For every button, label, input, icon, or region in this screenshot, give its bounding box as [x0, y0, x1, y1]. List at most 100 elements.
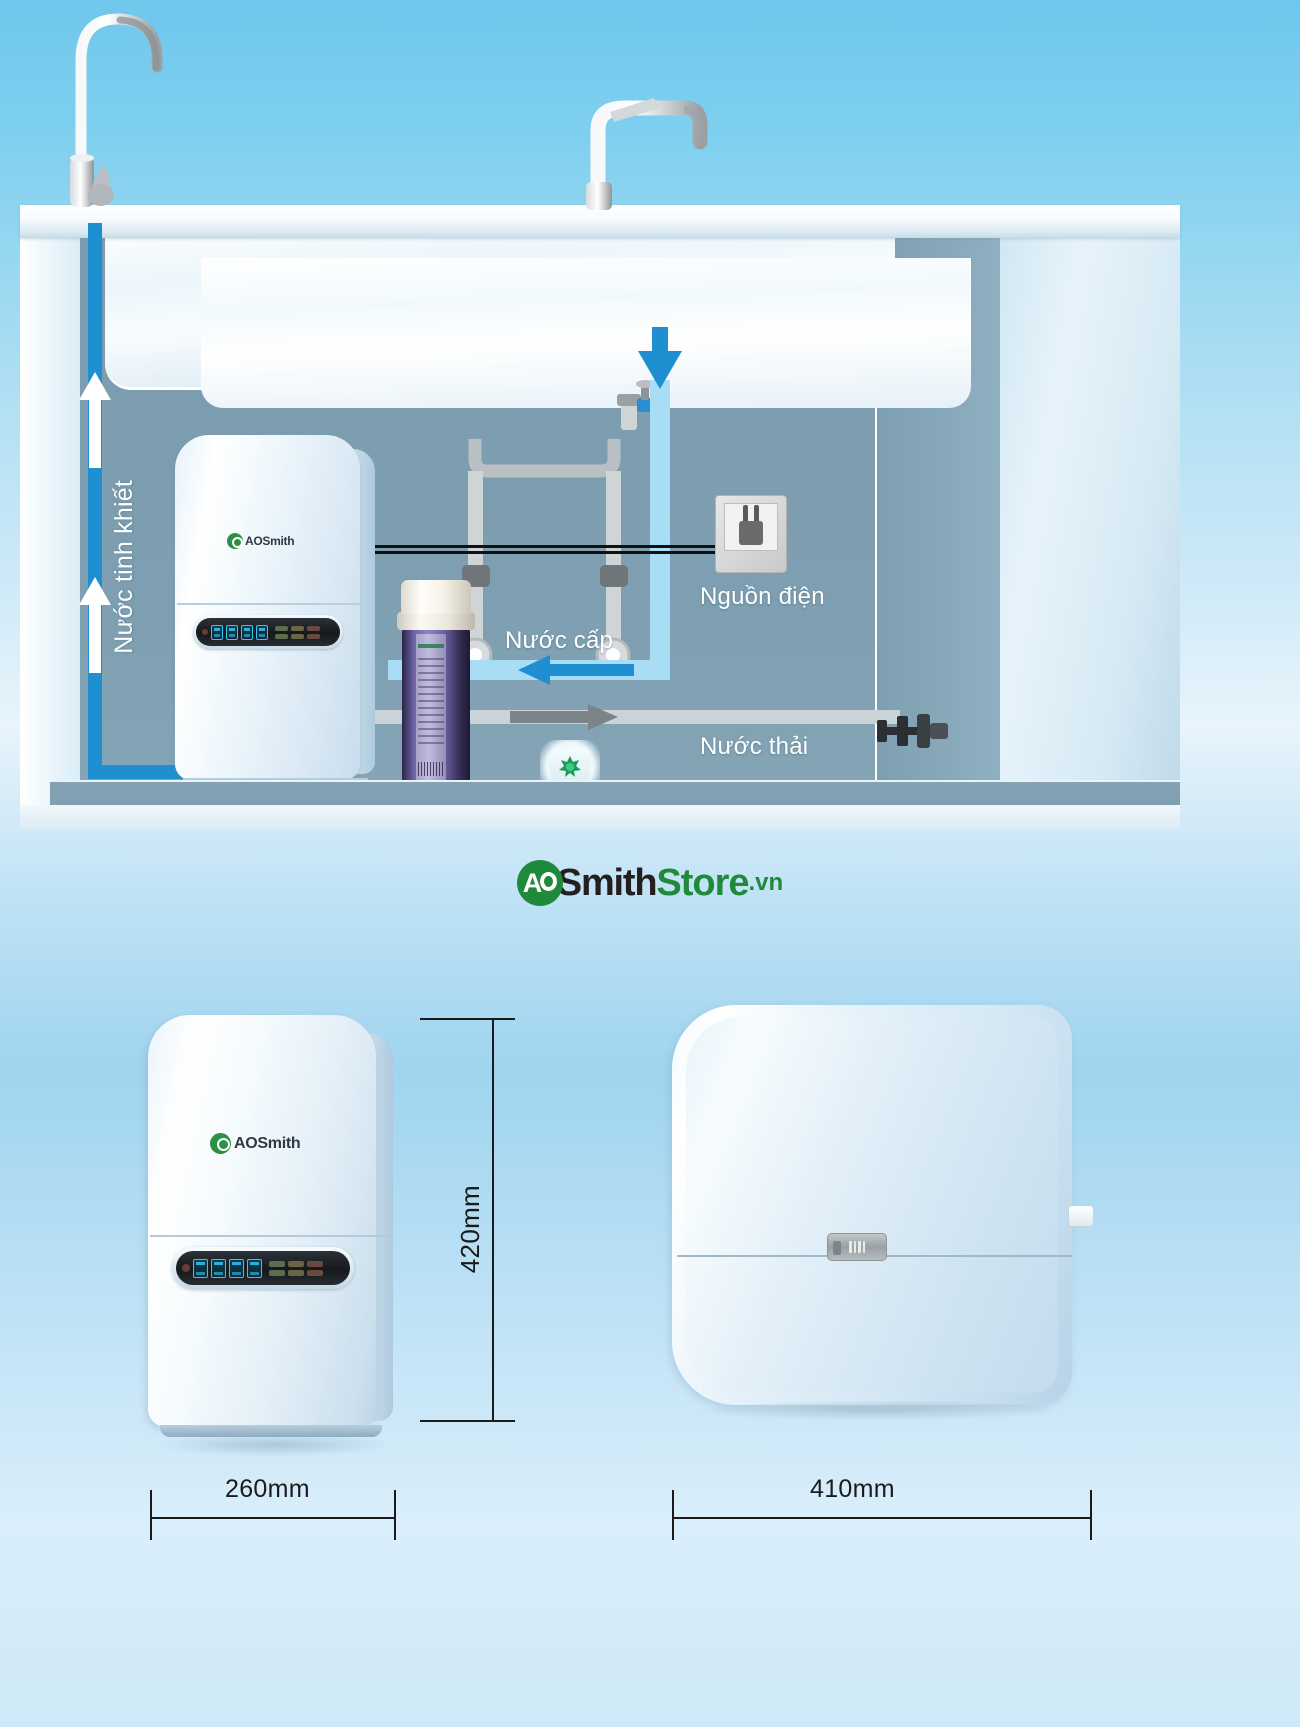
pure-water-pipe-horizontal	[88, 765, 198, 779]
countertop-edge	[20, 231, 1180, 238]
logo-word-smith: Smith	[556, 861, 658, 904]
filter-stage-1-icon	[211, 624, 223, 640]
pre-filter-bowl	[402, 628, 470, 790]
site-logo[interactable]: A Smith Store .vn	[0, 860, 1300, 906]
pre-filter-cap	[401, 580, 471, 614]
side-view-inner-face	[686, 1017, 1058, 1393]
ro-faucet-icon	[70, 13, 163, 209]
front-view-seam	[150, 1235, 393, 1237]
supply-arrow-down	[638, 327, 682, 389]
pure-water-arrow-up-2	[79, 577, 111, 673]
logo-word-store: Store	[656, 861, 749, 904]
status-led-green-1	[275, 625, 288, 631]
purifier-seam-line	[177, 603, 375, 605]
side-view-water-port	[1068, 1205, 1094, 1227]
purifier-brand-text: AOSmith	[245, 534, 295, 548]
ao-smith-logo-icon: A	[516, 860, 563, 906]
filter-stage-4-icon	[247, 1258, 262, 1278]
status-led-group	[275, 625, 320, 639]
latch-slot-4	[862, 1241, 865, 1253]
product-dimensions-section: AOSmith	[0, 990, 1300, 1727]
front-view-shadow	[154, 1435, 394, 1457]
waste-pipe-horizontal	[360, 710, 900, 724]
front-view-body	[148, 1015, 376, 1427]
side-view-latch-handle[interactable]	[827, 1233, 887, 1261]
status-led-green-2	[269, 1269, 285, 1276]
ao-smith-mark-icon	[210, 1133, 231, 1154]
latch-notch-icon	[833, 1241, 841, 1255]
sink-basin	[105, 230, 971, 408]
power-outlet	[715, 495, 787, 573]
filter-stage-4-icon	[256, 624, 268, 640]
power-indicator-dot	[202, 629, 208, 635]
purifier-control-panel[interactable]	[193, 615, 343, 649]
pre-filter-label-text	[418, 658, 444, 748]
latch-slot-3	[858, 1241, 861, 1253]
sink-basin-inner	[201, 258, 971, 408]
status-led-yellow-1	[291, 625, 304, 631]
latch-slot-2	[853, 1241, 856, 1253]
product-side-view	[672, 1005, 1094, 1425]
status-led-red-2	[307, 1269, 323, 1276]
pre-filter-barcode	[418, 762, 444, 776]
status-led-yellow-2	[288, 1269, 304, 1276]
dim-width-side-label: 410mm	[810, 1475, 895, 1503]
waste-arrow-right	[510, 704, 618, 730]
dim-height-label: 420mm	[455, 1185, 485, 1274]
water-purifier-unit[interactable]: AOSmith	[175, 435, 375, 795]
dim-width-front-right-tick	[394, 1490, 396, 1540]
dim-height-top-tick	[420, 1018, 515, 1020]
side-view-body	[672, 1005, 1072, 1405]
pre-filter-label-stripe	[418, 644, 444, 648]
logo-letter-o	[539, 872, 557, 891]
dim-height-line	[492, 1018, 494, 1422]
cabinet-floor-front-edge	[20, 805, 1180, 830]
cabinet-right-outer-panel	[1000, 215, 1180, 830]
label-supply-water: Nước cấp	[505, 627, 614, 654]
kitchen-faucet-icon	[586, 98, 708, 210]
cabinet-left-panel	[20, 217, 80, 830]
pure-water-pipe-vertical	[88, 223, 102, 778]
dim-width-side-right-tick	[1090, 1490, 1092, 1540]
front-view-base	[160, 1425, 382, 1437]
ao-smith-mark-icon	[227, 533, 243, 549]
label-power-source: Nguồn điện	[700, 583, 825, 610]
dim-width-side-left-tick	[672, 1490, 674, 1540]
power-cable-horizontal	[190, 545, 735, 548]
product-front-view: AOSmith	[148, 1015, 394, 1457]
pre-filter-housing	[395, 580, 477, 798]
status-led-red-1	[307, 1260, 323, 1267]
status-led-red-2	[307, 633, 320, 639]
status-led-red-1	[307, 625, 320, 631]
logo-letter-a: A	[522, 868, 543, 898]
filter-stage-3-icon	[229, 1258, 244, 1278]
purifier-brand-logo: AOSmith	[227, 533, 295, 549]
logo-word-vn: .vn	[748, 869, 784, 896]
side-view-shadow	[692, 1401, 1062, 1421]
plug-pin-left-icon	[743, 505, 748, 523]
supply-arrow-left	[518, 655, 634, 685]
filter-stage-2-icon	[226, 624, 238, 640]
dim-width-front-label: 260mm	[225, 1475, 310, 1503]
installation-diagram: AOSmith	[20, 13, 1180, 830]
label-waste-water: Nước thải	[700, 733, 809, 760]
power-indicator-dot	[182, 1264, 190, 1272]
plug-body-icon	[739, 521, 763, 545]
front-view-control-panel	[172, 1247, 354, 1289]
front-view-brand-logo: AOSmith	[210, 1133, 301, 1154]
latch-slot-1	[849, 1241, 852, 1253]
plug-pin-right-icon	[754, 505, 759, 523]
uv-germ-icon	[559, 756, 581, 777]
dim-width-side-line	[672, 1517, 1092, 1519]
drain-saddle-valve-icon	[877, 714, 948, 748]
front-view-brand-text: AOSmith	[234, 1134, 301, 1152]
dim-width-front-left-tick	[150, 1490, 152, 1540]
power-cable-horizontal-2	[190, 551, 735, 554]
dim-height-bottom-tick	[420, 1420, 515, 1422]
status-led-yellow-2	[291, 633, 304, 639]
purifier-front-panel	[175, 435, 360, 780]
status-led-green-2	[275, 633, 288, 639]
filter-stage-2-icon	[211, 1258, 226, 1278]
status-led-green-1	[269, 1260, 285, 1267]
